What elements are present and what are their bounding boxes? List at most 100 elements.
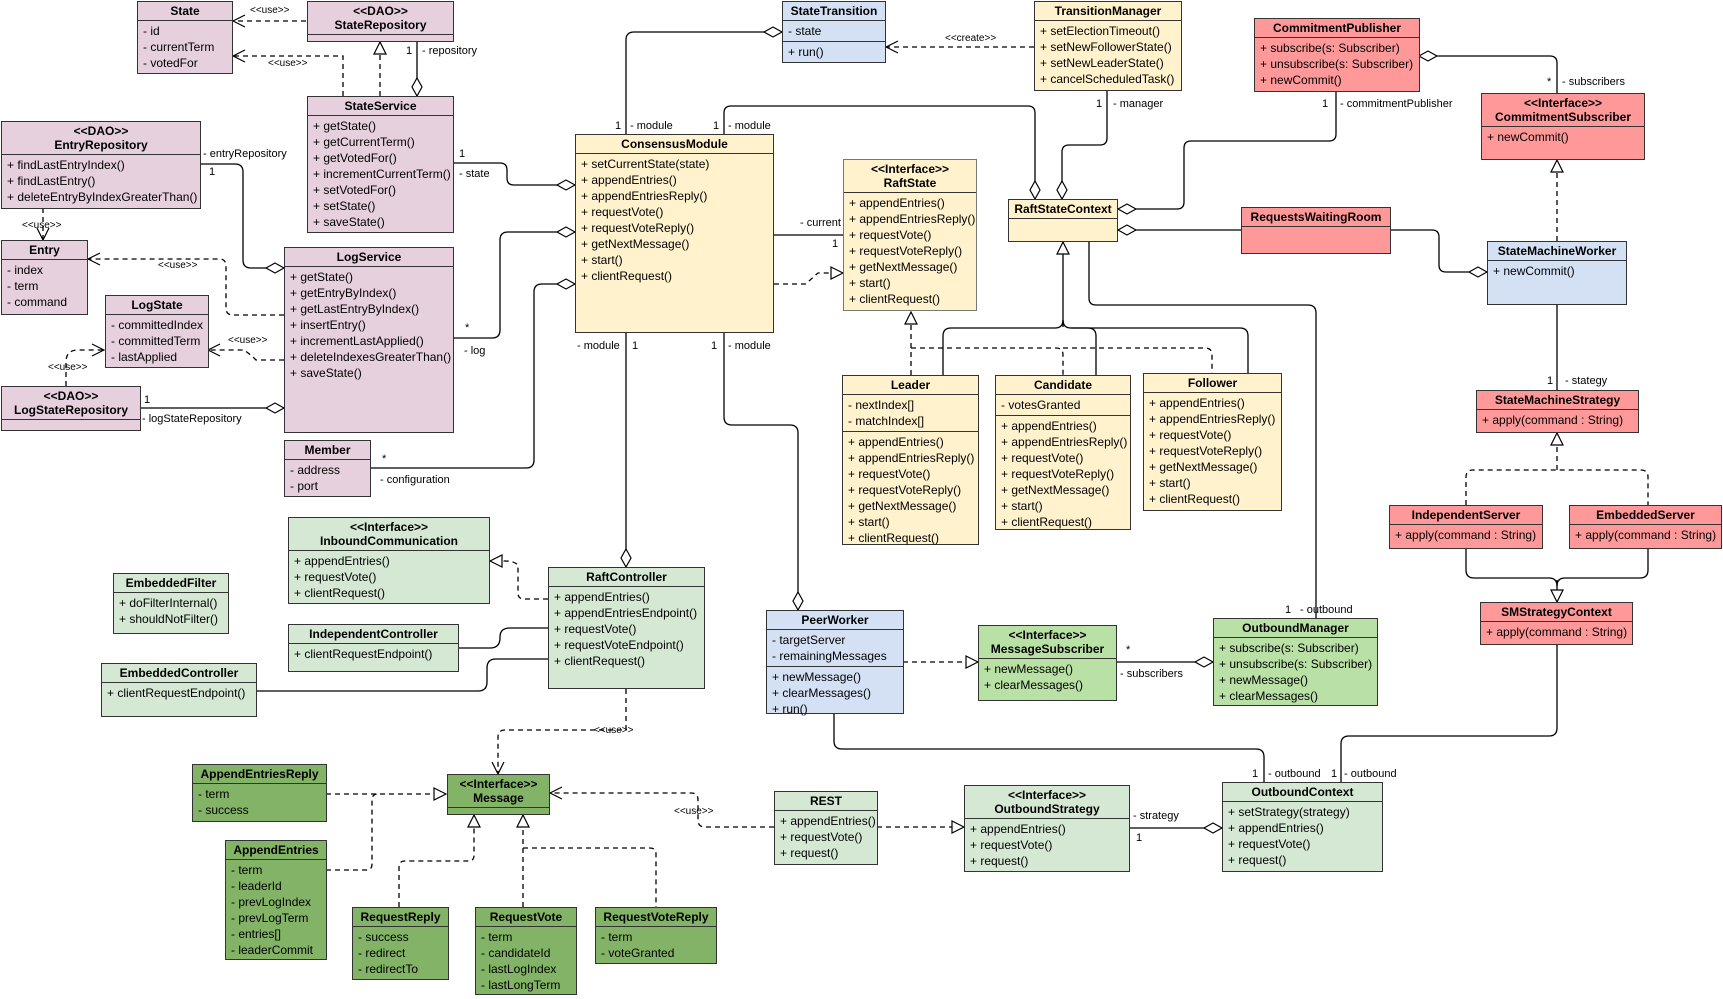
class-embedded-filter[interactable]: EmbeddedFilter + doFilterInternal() + sh… [113, 573, 229, 634]
attributes: - term - voteGranted [596, 927, 716, 963]
class-append-entries[interactable]: AppendEntries - term - leaderId - prevLo… [225, 840, 327, 960]
attributes: - success - redirect - redirectTo [353, 927, 448, 979]
multiplicity-label: 1 [1322, 98, 1329, 110]
multiplicity-label: 1 [1547, 375, 1554, 387]
class-transition-manager[interactable]: TransitionManager + setElectionTimeout()… [1034, 1, 1182, 91]
attribute: - state [788, 24, 822, 38]
stereotype: <<Interface>> [1008, 628, 1087, 642]
class-header: <<Interface>>RaftState [844, 160, 976, 193]
method: + appendEntriesReply() [1149, 412, 1276, 426]
class-raft-controller[interactable]: RaftController + appendEntries() + appen… [548, 567, 705, 689]
class-state-machine-strategy[interactable]: StateMachineStrategy + apply(command : S… [1476, 390, 1639, 433]
methods: + appendEntries() + appendEntriesReply()… [843, 432, 978, 548]
class-member[interactable]: Member - address - port [284, 440, 371, 497]
stereotype: <<DAO>> [73, 124, 129, 138]
class-peer-worker[interactable]: PeerWorker - targetServer - remainingMes… [766, 610, 904, 716]
attributes: - targetServer - remainingMessages [767, 630, 903, 667]
realization-link [1465, 469, 1649, 505]
class-rest[interactable]: REST + appendEntries() + requestVote() +… [774, 791, 878, 865]
method: + deleteIndexesGreaterThan() [290, 350, 452, 364]
class-name: OutboundContext [1223, 783, 1382, 802]
class-independent-server[interactable]: IndependentServer + apply(command : Stri… [1389, 505, 1543, 549]
multiplicity-label: 1 [713, 120, 720, 132]
class-name: EntryRepository [54, 138, 148, 152]
multiplicity-label: 1 [832, 238, 839, 250]
multiplicity-label: 1 [406, 45, 413, 57]
multiplicity-label: 1 [1136, 832, 1143, 844]
class-name: RequestsWaitingRoom [1242, 208, 1390, 227]
class-candidate[interactable]: Candidate - votesGranted + appendEntries… [995, 375, 1131, 530]
attribute: - matchIndex[] [848, 414, 925, 428]
class-state[interactable]: State - id - currentTerm - votedFor [137, 1, 233, 74]
class-name: SMStrategyContext [1481, 603, 1632, 622]
use-link [550, 793, 774, 828]
generalization-link [1071, 327, 1249, 373]
attributes: - id - currentTerm - votedFor [138, 21, 232, 73]
class-state-machine-worker[interactable]: StateMachineWorker + newCommit() [1487, 241, 1627, 305]
method: + appendEntriesReply() [1001, 435, 1128, 449]
class-inbound-communication[interactable]: <<Interface>>InboundCommunication + appe… [288, 517, 490, 604]
multiplicity-label: 1 [144, 394, 151, 406]
methods: + setElectionTimeout() + setNewFollowerS… [1035, 21, 1181, 89]
methods: + newMessage() + clearMessages() + run() [767, 667, 903, 719]
method: + appendEntriesReply() [581, 189, 708, 203]
class-request-vote-reply[interactable]: RequestVoteReply - term - voteGranted [595, 907, 717, 964]
method: + run() [788, 45, 824, 59]
class-header: <<Interface>>Message [448, 775, 549, 808]
class-log-service[interactable]: LogService + getState() + getEntryByInde… [284, 247, 454, 433]
class-name: StateTransition [783, 2, 885, 21]
class-leader[interactable]: Leader - nextIndex[] - matchIndex[] + ap… [842, 375, 979, 545]
class-state-service[interactable]: StateService + getState() + getCurrentTe… [307, 96, 454, 233]
role-label: - configuration [380, 474, 450, 486]
class-request-vote[interactable]: RequestVote - term - candidateId - lastL… [475, 907, 577, 995]
role-label: - outbound [1268, 768, 1321, 780]
method: + setVotedFor() [313, 183, 397, 197]
class-raft-state-context[interactable]: RaftStateContext [1008, 199, 1118, 242]
class-message[interactable]: <<Interface>>Message [447, 774, 550, 815]
class-outbound-strategy[interactable]: <<Interface>>OutboundStrategy + appendEn… [964, 785, 1130, 872]
class-requests-waiting-room[interactable]: RequestsWaitingRoom [1241, 207, 1391, 254]
class-log-state[interactable]: LogState - committedIndex - committedTer… [105, 295, 209, 368]
multiplicity-label: 1 [1096, 98, 1103, 110]
role-label: - subscribers [1120, 668, 1183, 680]
attributes: - address - port [285, 460, 370, 496]
method: + getLastEntryByIndex() [290, 302, 420, 316]
class-message-subscriber[interactable]: <<Interface>>MessageSubscriber + newMess… [978, 625, 1117, 701]
method: + apply(command : String) [1486, 625, 1628, 639]
class-sm-strategy-context[interactable]: SMStrategyContext + apply(command : Stri… [1480, 602, 1633, 645]
role-label: - logStateRepository [142, 413, 242, 425]
role-label: - current [800, 217, 841, 229]
class-state-repository[interactable]: <<DAO>>StateRepository [307, 1, 454, 42]
attribute: - command [7, 295, 68, 309]
method: + getState() [290, 270, 354, 284]
class-independent-controller[interactable]: IndependentController + clientRequestEnd… [288, 624, 459, 672]
class-consensus-module[interactable]: ConsensusModule + setCurrentState(state)… [575, 134, 774, 333]
class-commitment-publisher[interactable]: CommitmentPublisher + subscribe(s: Subsc… [1254, 18, 1420, 92]
class-request-reply[interactable]: RequestReply - success - redirect - redi… [352, 907, 449, 980]
class-header: <<Interface>>OutboundStrategy [965, 786, 1129, 819]
methods: + newCommit() [1482, 127, 1644, 147]
class-outbound-manager[interactable]: OutboundManager + subscribe(s: Subscribe… [1213, 618, 1378, 706]
class-entry-repository[interactable]: <<DAO>>EntryRepository + findLastEntryIn… [1, 121, 201, 209]
role-label: - log [464, 345, 486, 357]
class-entry[interactable]: Entry - index - term - command [1, 240, 88, 315]
attribute: - committedTerm [111, 334, 201, 348]
class-name: RequestReply [353, 908, 448, 927]
method: + deleteEntryByIndexGreaterThan() [7, 190, 198, 204]
method: + saveState() [313, 215, 385, 229]
class-state-transition[interactable]: StateTransition - state + run() [782, 1, 886, 63]
method: + unsubscribe(s: Subscriber) [1219, 657, 1373, 671]
class-name: LogState [106, 296, 208, 315]
class-follower[interactable]: Follower + appendEntries() + appendEntri… [1143, 373, 1282, 511]
class-append-entries-reply[interactable]: AppendEntriesReply - term - success [192, 764, 327, 822]
class-outbound-context[interactable]: OutboundContext + setStrategy(strategy) … [1222, 782, 1383, 872]
class-raft-state[interactable]: <<Interface>>RaftState + appendEntries()… [843, 159, 977, 311]
method: + apply(command : String) [1395, 528, 1537, 542]
class-embedded-server[interactable]: EmbeddedServer + apply(command : String) [1569, 505, 1722, 549]
method: + requestVote() [554, 622, 637, 636]
class-log-state-repository[interactable]: <<DAO>>LogStateRepository [1, 386, 141, 431]
class-commitment-subscriber[interactable]: <<Interface>>CommitmentSubscriber + newC… [1481, 93, 1645, 160]
class-embedded-controller[interactable]: EmbeddedController + clientRequestEndpoi… [101, 663, 257, 717]
aggregation-link [200, 163, 284, 268]
method: + incrementCurrentTerm() [313, 167, 451, 181]
